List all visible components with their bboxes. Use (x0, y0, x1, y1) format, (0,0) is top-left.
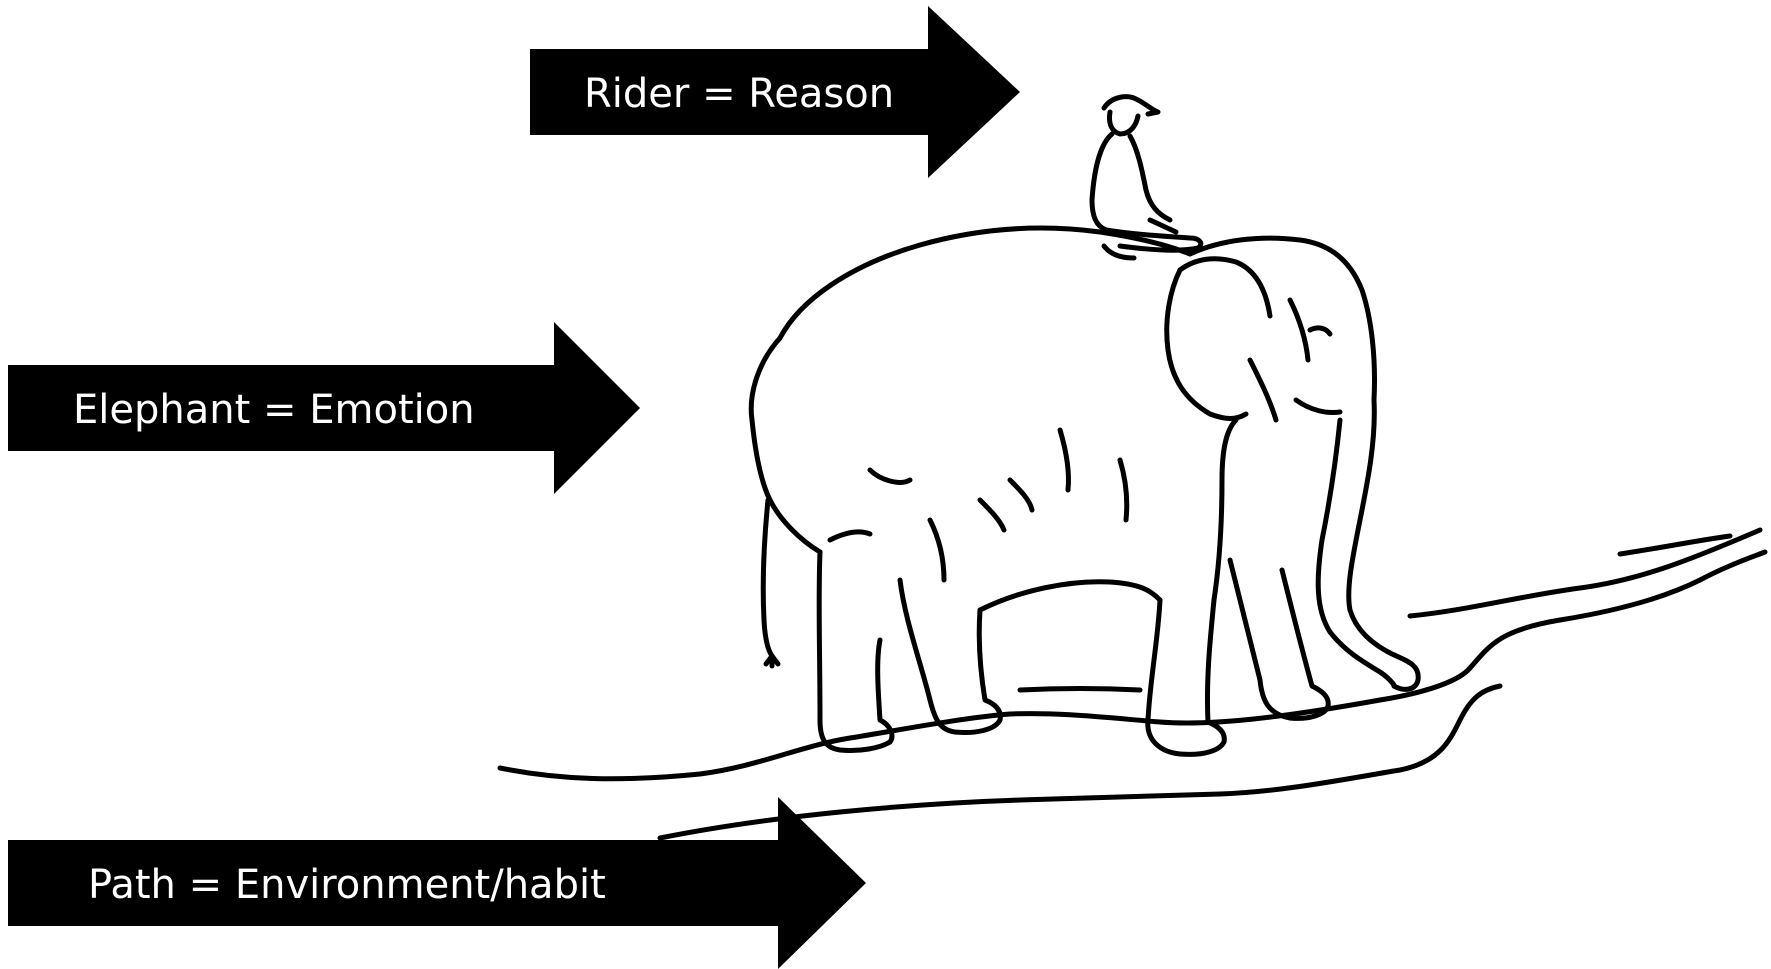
rider-illustration (1089, 94, 1204, 261)
rider-arrow: Rider = Reason (530, 6, 1020, 178)
path-arrow: Path = Environment/habit (8, 797, 866, 969)
arrow-shape (530, 6, 1020, 178)
elephant-arrow: Elephant = Emotion (8, 322, 640, 494)
arrow-shape (8, 322, 640, 494)
path-arrow-label: Path = Environment/habit (88, 862, 606, 908)
rider-arrow-label: Rider = Reason (584, 71, 895, 117)
elephant-illustration (748, 225, 1421, 757)
arrow-shape (8, 797, 866, 969)
path-illustration (497, 527, 1768, 841)
elephant-arrow-label: Elephant = Emotion (73, 387, 475, 433)
